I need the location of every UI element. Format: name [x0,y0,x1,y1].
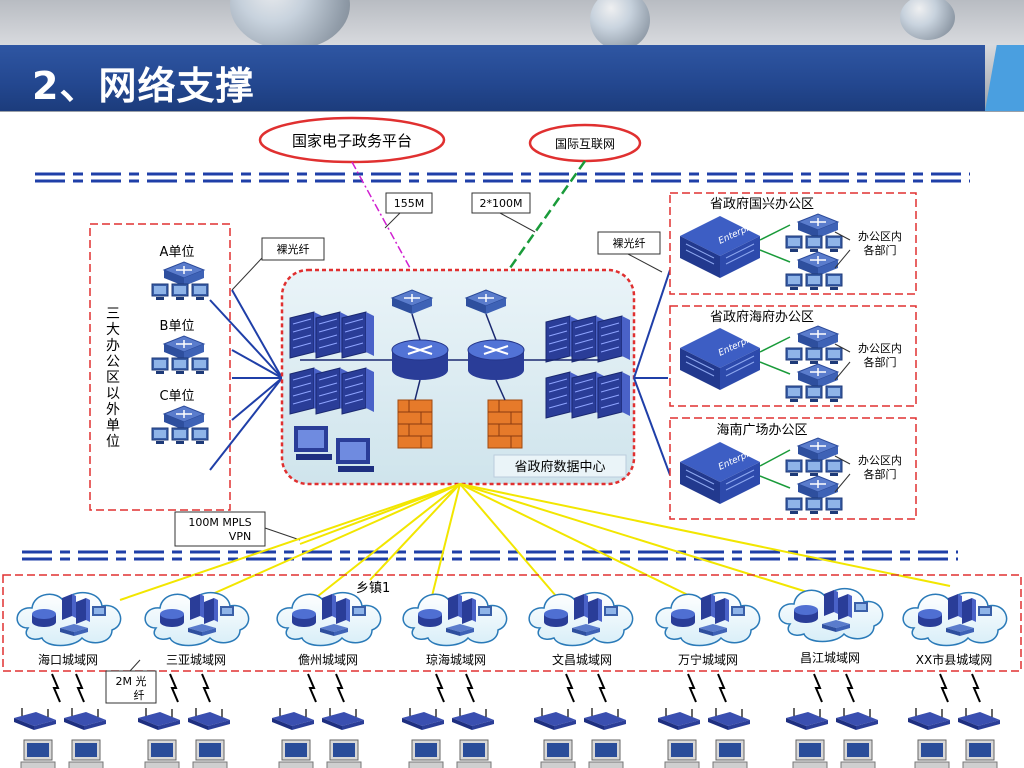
left-unit-links [209,289,283,471]
svg-text:各部门: 各部门 [864,355,897,369]
office-haifu: 省政府海府办公区 Enterprise 办公区内 各部门 [669,305,917,407]
svg-text:155M: 155M [394,197,425,210]
gov-platform-link [351,161,411,269]
svg-text:各部门: 各部门 [864,243,897,257]
svg-text:裸光纤: 裸光纤 [277,242,310,256]
svg-text:办公区内: 办公区内 [858,229,902,243]
data-center-label-box [493,454,627,478]
svg-text:XX市县城域网: XX市县城域网 [916,652,992,667]
decorative-sphere-3 [900,0,955,40]
svg-text:万宁城域网: 万宁城域网 [678,652,738,667]
svg-text:省政府海府办公区: 省政府海府办公区 [710,310,814,325]
mpls-vpn-callout: 100M MPLS VPN [174,511,301,547]
access-devices [13,673,1001,768]
svg-text:海南广场办公区: 海南广场办公区 [716,422,807,438]
gov-platform-label: 国家电子政务平台 [292,132,412,150]
right-office-links [633,269,671,476]
left-vertical-title: 三 大 办 公 区 以 外 单 位 [106,306,120,450]
city-clouds [16,587,1008,647]
link-2x100m-callout: 2*100M [471,192,536,233]
svg-text:文昌城域网: 文昌城域网 [552,652,612,667]
unit-a-icon [152,262,208,300]
svg-text:2*100M: 2*100M [480,197,523,210]
city-labels: 海口城域网 三亚城域网 儋州城域网 琼海城域网 文昌城域网 万宁城域网 昌江城域… [38,651,992,667]
svg-text:裸光纤: 裸光纤 [613,236,646,250]
svg-text:大: 大 [106,322,120,338]
title-bar [0,45,985,111]
link-155m-callout: 155M [384,192,433,229]
unit-b-icon [152,336,208,374]
svg-text:琼海城域网: 琼海城域网 [426,652,486,667]
internet-link [508,160,587,269]
svg-text:昌江城域网: 昌江城域网 [800,651,860,665]
svg-text:三: 三 [106,306,120,322]
unit-a-label: A单位 [160,245,195,260]
svg-text:以: 以 [106,386,120,402]
township-label: 乡镇1 [356,581,390,596]
office-guoxing: 省政府国兴办公区 Enterprise 办公区内 各部门 [669,192,917,295]
svg-text:三亚城域网: 三亚城域网 [166,653,226,667]
unit-c-label: C单位 [159,389,194,404]
svg-text:外: 外 [106,402,120,418]
svg-text:100M MPLS: 100M MPLS [188,516,251,529]
office-hainan-square: 海南广场办公区 Enterprise 办公区内 各部门 [669,417,917,520]
svg-text:VPN: VPN [229,530,251,543]
unit-b-label: B单位 [160,319,195,334]
svg-text:办: 办 [106,338,120,354]
svg-text:办公区内: 办公区内 [858,341,902,355]
network-diagram: 国家电子政务平台 国际互联网 155M 2*100M 三 大 办 公 区 以 外… [2,116,1022,768]
svg-text:区: 区 [106,370,120,386]
unit-c-icon [152,406,208,444]
data-center-label: 省政府数据中心 [514,460,605,475]
svg-text:单: 单 [106,418,120,434]
left-units-box [89,223,231,511]
svg-text:儋州城域网: 儋州城域网 [298,653,358,667]
svg-text:办公区内: 办公区内 [858,453,902,467]
svg-text:海口城域网: 海口城域网 [38,652,98,667]
svg-text:各部门: 各部门 [864,467,897,481]
fiber-left-callout: 裸光纤 [231,237,325,291]
svg-text:省政府国兴办公区: 省政府国兴办公区 [710,197,814,212]
data-center-equipment [289,289,631,472]
svg-text:纤: 纤 [134,689,145,702]
svg-text:公: 公 [106,354,120,370]
decorative-sphere-2 [590,0,650,50]
bottom-backbone-lines [22,550,958,561]
fiber-right-callout: 裸光纤 [597,231,663,273]
top-backbone-lines [35,172,970,183]
svg-text:位: 位 [106,434,120,450]
svg-text:2M 光: 2M 光 [116,674,147,688]
city-networks-box [2,574,1022,672]
internet-label: 国际互联网 [555,137,615,151]
yellow-mpls-links [119,483,951,601]
fiber-2m-callout: 2M 光 纤 [105,659,157,704]
slide-title: 2、网络支撑 [32,64,255,108]
